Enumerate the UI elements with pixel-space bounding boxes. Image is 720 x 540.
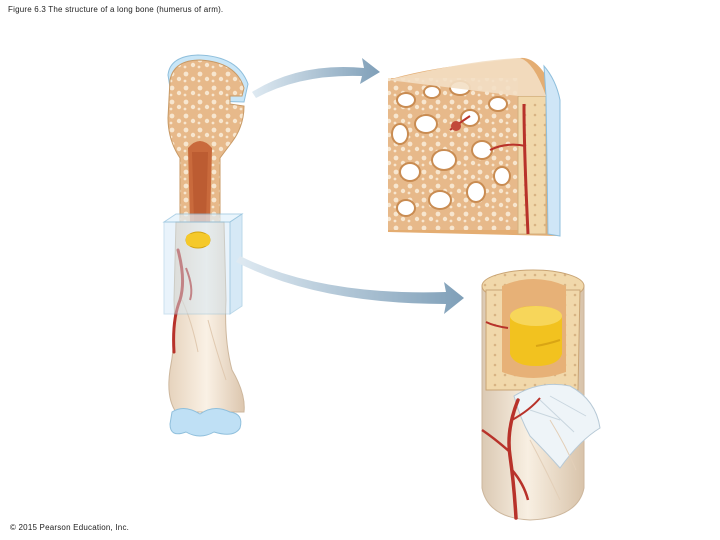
compact-bone-artery	[507, 398, 520, 520]
spongy-bone-blood-vessel	[522, 103, 530, 235]
yellow-bone-marrow	[510, 306, 562, 366]
nutrient-artery	[172, 248, 185, 354]
periosteum-flap	[513, 383, 601, 469]
figure-caption: Figure 6.3 The structure of a long bone …	[8, 5, 224, 14]
distal-articular-cartilage	[169, 408, 242, 437]
compact-bone-section	[481, 269, 601, 521]
proximal-epiphysis	[167, 59, 245, 223]
humerus-bone	[167, 54, 249, 437]
copyright-notice: © 2015 Pearson Education, Inc.	[10, 523, 130, 532]
spongy-bone-block	[388, 57, 561, 237]
zoom-box	[162, 213, 244, 315]
arrow-to-compact-bone	[236, 256, 464, 314]
periosteum	[543, 64, 561, 237]
arrow-to-spongy-bone	[252, 58, 380, 98]
